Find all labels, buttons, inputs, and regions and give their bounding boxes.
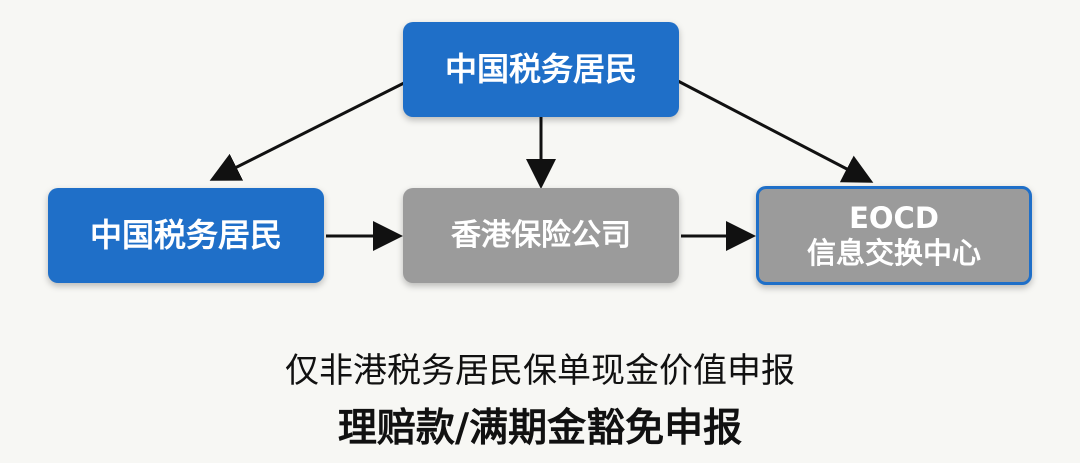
- node-label-line-2: 信息交换中心: [806, 235, 981, 270]
- node-label: 中国税务居民: [444, 50, 637, 89]
- node-label-line-1: EOCD: [849, 200, 939, 235]
- caption-line-1: 仅非港税务居民保单现金价值申报: [285, 351, 795, 391]
- node-china-tax-resident-top: 中国税务居民: [403, 22, 679, 117]
- node-china-tax-resident-left: 中国税务居民: [48, 188, 324, 283]
- node-eocd-info-exchange: EOCD 信息交换中心: [756, 186, 1032, 285]
- node-label: 中国税务居民: [89, 216, 282, 255]
- node-label: 香港保险公司: [451, 217, 631, 253]
- caption-line-2: 理赔款/满期金豁免申报: [337, 406, 743, 451]
- arrow-top-to-right: [675, 78, 874, 183]
- node-hk-insurance-company: 香港保险公司: [403, 188, 679, 283]
- arrow-top-to-left: [209, 78, 411, 181]
